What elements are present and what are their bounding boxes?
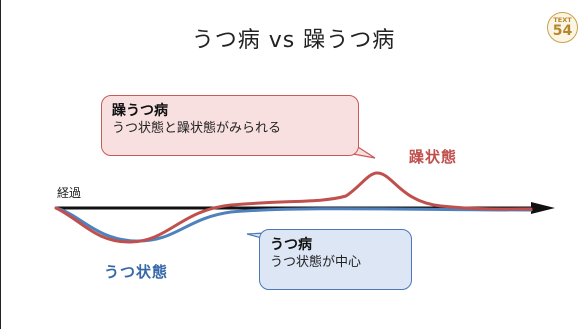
depression-callout: うつ病 うつ状態が中心: [259, 229, 412, 290]
bipolar-curve: [54, 171, 533, 244]
bipolar-callout-title: 躁うつ病: [112, 103, 168, 119]
slide-title: うつ病 vs 躁うつ病: [191, 28, 396, 53]
timeline-label: 経過: [57, 186, 82, 200]
manic-state-label: 躁状態: [409, 148, 458, 166]
depression-callout-title: うつ病: [270, 237, 312, 253]
bipolar-callout-description: うつ状態と躁状態がみられる: [112, 121, 282, 136]
badge-number: 54: [552, 23, 573, 39]
depressive-state-label: うつ状態: [104, 263, 169, 281]
depression-curve: [54, 206, 533, 243]
text-page-badge: TEXT 54: [547, 12, 578, 43]
bipolar-callout: 躁うつ病 うつ状態と躁状態がみられる: [101, 95, 359, 156]
badge-label: TEXT: [553, 16, 572, 24]
timeline-arrowhead: [531, 202, 555, 214]
depression-callout-description: うつ状態が中心: [270, 255, 362, 270]
